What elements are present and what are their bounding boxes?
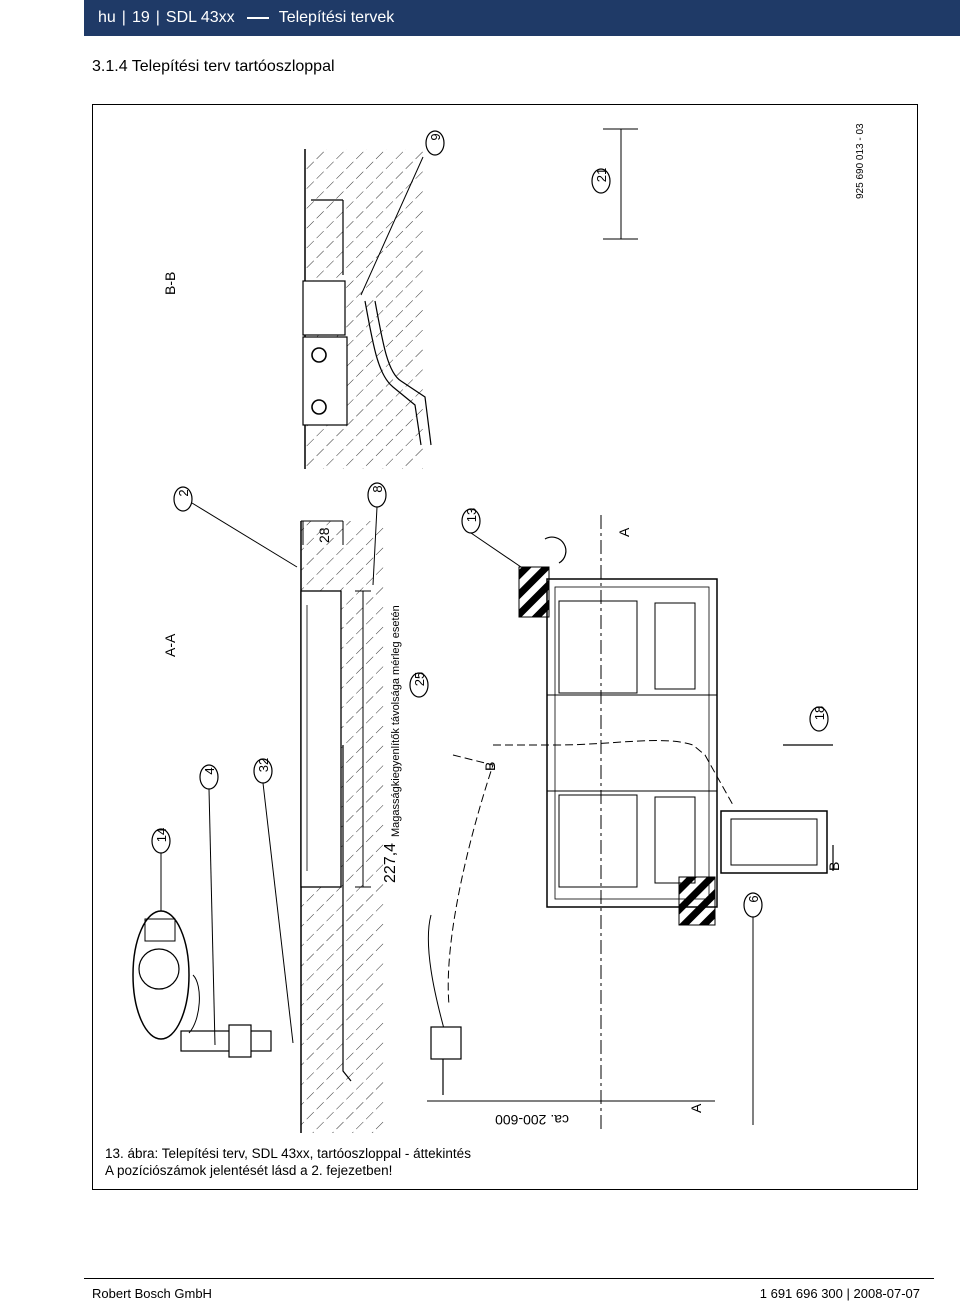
header-separator: | xyxy=(121,9,126,26)
caption-line-1: 13. ábra: Telepítési terv, SDL 43xx, tar… xyxy=(105,1146,471,1161)
header-chapter: Telepítési tervek xyxy=(278,9,395,26)
callout-4-label: 4 xyxy=(202,767,217,774)
header-product: SDL 43xx xyxy=(165,9,235,26)
pole-base xyxy=(430,1026,462,1060)
footer-right: 1 691 696 300 | 2008-07-07 xyxy=(760,1286,920,1301)
figure-frame: B-B A-A 28 227,4 Magasságkiegyenlítők tá… xyxy=(92,104,918,1190)
section-marker-b-right: B xyxy=(826,862,842,871)
section-marker-b-left: B xyxy=(482,762,498,771)
header-language: hu xyxy=(98,9,116,26)
dimension-227: 227,4 xyxy=(382,843,399,883)
callout-6-label: 6 xyxy=(746,895,761,902)
section-title: 3.1.4 Telepítési terv tartóoszloppal xyxy=(92,58,335,75)
callout-8-label: 8 xyxy=(370,485,385,492)
dimension-28: 28 xyxy=(316,527,332,543)
callout-25-label: 25 xyxy=(412,672,427,686)
callout-21 xyxy=(591,168,611,194)
section-marker-a-bottom: A xyxy=(688,1103,704,1113)
callout-32-label: 32 xyxy=(256,758,271,772)
callout-18-label: 18 xyxy=(812,706,827,720)
figure-caption: 13. ábra: Telepítési terv, SDL 43xx, tar… xyxy=(105,1145,471,1179)
installation-drawing: B-B A-A 28 227,4 Magasságkiegyenlítők tá… xyxy=(132,123,866,1133)
dimension-ca: ca. 200-600 xyxy=(495,1112,569,1128)
callout-25 xyxy=(409,672,429,698)
footer-docnumber: 1 691 696 300 xyxy=(759,1286,843,1301)
pit-frame xyxy=(300,590,342,888)
footer-rule xyxy=(84,1278,934,1279)
pit-cover-b xyxy=(720,810,828,874)
header-bar: hu | 19 | SDL 43xx Telepítési tervek xyxy=(84,0,960,36)
footer-company: Robert Bosch GmbH xyxy=(92,1286,212,1301)
warning-stripe-bottom xyxy=(678,876,716,926)
section-aa: A-A 28 227,4 Magasságkiegyenlítők távols… xyxy=(162,520,402,1133)
callout-9 xyxy=(425,130,445,156)
callout-14-label: 14 xyxy=(154,828,169,842)
header-separator: | xyxy=(155,9,160,26)
view-label-bb: B-B xyxy=(162,272,178,295)
control-console xyxy=(132,910,272,1058)
note-height-adjusters: Magasságkiegyenlítők távolsága mérleg es… xyxy=(390,605,402,837)
callout-13-label: 13 xyxy=(464,508,479,522)
view-label-aa: A-A xyxy=(162,633,178,657)
callouts: 9 21 2 8 13 25 4 32 14 18 xyxy=(151,130,829,1125)
section-marker-a-top: A xyxy=(616,527,632,537)
callout-2-label: 2 xyxy=(176,489,191,496)
section-bb: B-B xyxy=(162,128,638,469)
header-dash xyxy=(246,17,269,19)
header-page-number: 19 xyxy=(131,9,150,26)
footer-separator: | xyxy=(842,1286,854,1301)
callout-21-label: 21 xyxy=(594,168,609,182)
footer-date: 2008-07-07 xyxy=(853,1286,921,1301)
plan-view: A A B B ca. 200-600 xyxy=(427,515,842,1133)
column-box xyxy=(302,280,346,336)
callout-9-label: 9 xyxy=(428,133,443,140)
drawing-number: 925 690 013 - 03 xyxy=(855,123,866,199)
callout-18 xyxy=(809,706,829,732)
caption-line-2: A pozíciószámok jelentését lásd a 2. fej… xyxy=(105,1163,393,1178)
pole-arm xyxy=(180,1030,272,1052)
callout-2 xyxy=(173,486,193,512)
platform-outer xyxy=(546,578,718,908)
warning-stripe-top xyxy=(518,566,550,618)
